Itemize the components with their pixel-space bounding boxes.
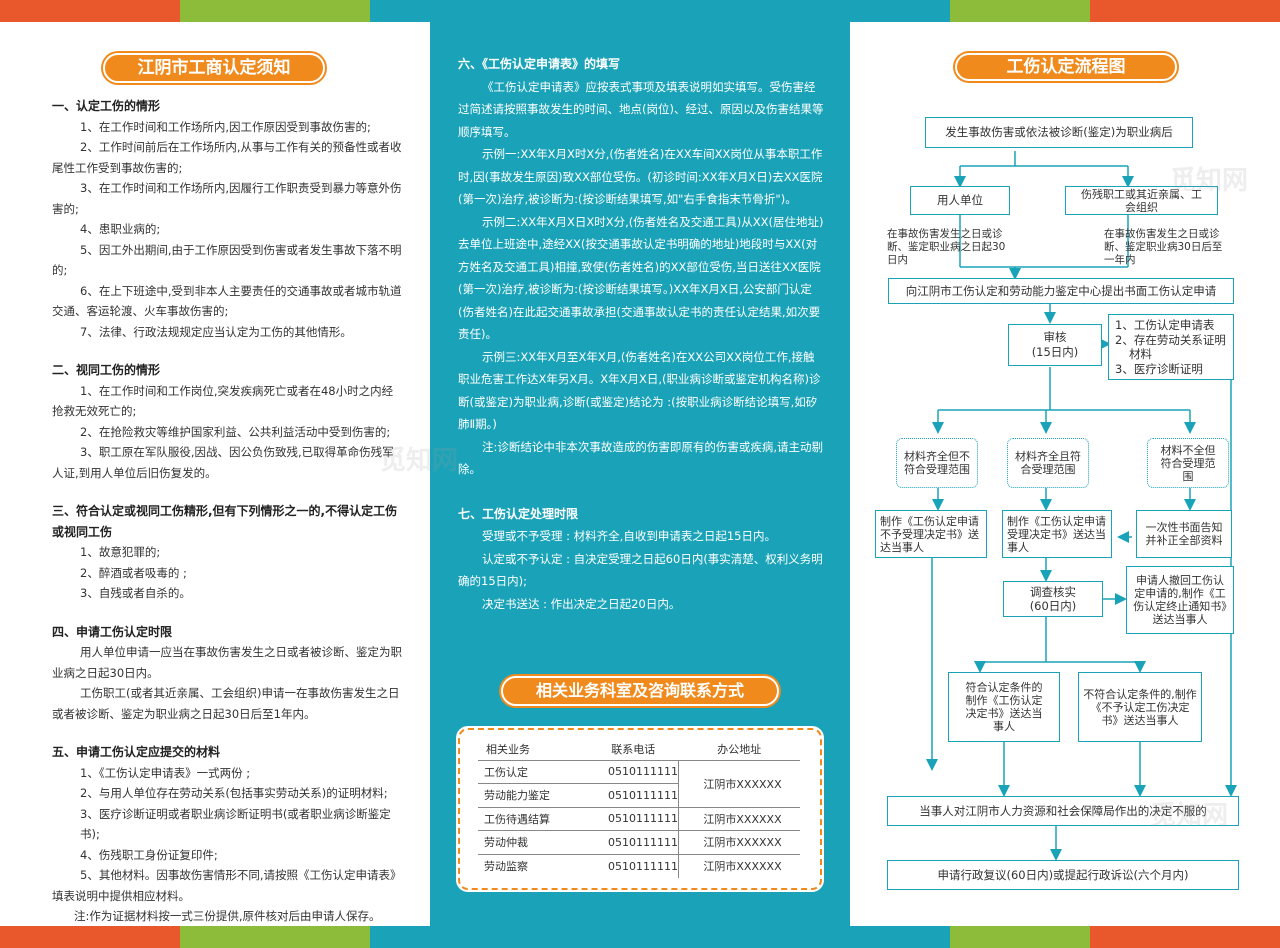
cell-addr: 江阴市XXXXXX bbox=[678, 830, 800, 855]
watermark: 觅知网 bbox=[380, 446, 459, 476]
flow-reject: 不符合认定条件的,制作《不予认定工伤决定书》送达当事人 bbox=[1078, 672, 1202, 742]
table-row: 劳动仲裁 0510111111 江阴市XXXXXX bbox=[478, 830, 800, 855]
sec3-item: 3、自残或者自杀的。 bbox=[80, 586, 191, 600]
sec1-item: 6、在上下班途中,受到非本人主要责任的交通事故或者城市轨道交通、客运轮渡、火车事… bbox=[52, 283, 402, 319]
sec6-para: 示例三:XX年X月至X年X月,(伤者姓名)在XX公司XX岗位工作,接触职业危害工… bbox=[458, 349, 821, 432]
cell-phone: 0510111111 bbox=[588, 830, 679, 855]
cell-phone: 0510111111 bbox=[588, 760, 679, 784]
material-item: 3、医疗诊断证明 bbox=[1115, 361, 1203, 376]
bottom-color-stripe bbox=[0, 926, 1280, 948]
sec4-heading: 四、申请工伤认定时限 bbox=[52, 624, 173, 639]
material-item: 1、工伤认定申请表 bbox=[1115, 318, 1215, 332]
top-color-stripe bbox=[0, 0, 1280, 22]
flow-title: 工伤认定流程图 bbox=[955, 53, 1177, 81]
sec7-item: 认定或不予认定 : 自决定受理之日起60日内(事实清楚、权利义务明确的15日内)… bbox=[458, 551, 823, 589]
col-header: 相关业务 bbox=[478, 738, 588, 761]
left-body: 一、认定工伤的情形 1、在工作时间和工作场所内,因工作原因受到事故伤害的; 2、… bbox=[52, 96, 402, 927]
sec7-item: 受理或不予受理 : 材料齐全,自收到申请表之日起15日内。 bbox=[482, 529, 776, 543]
flow-start: 发生事故伤害或依法被诊断(鉴定)为职业病后 bbox=[925, 117, 1193, 148]
sec3-heading: 三、符合认定或视同工伤精形,但有下列情形之一的,不得认定工伤或视同工伤 bbox=[52, 504, 398, 539]
sec2-heading: 二、视同工伤的情形 bbox=[52, 363, 161, 377]
sec6-heading: 六、《工伤认定申请表》的填写 bbox=[458, 57, 621, 71]
sec5-item: 4、伤残职工身份证复印件; bbox=[80, 847, 218, 862]
sec5-item: 3、医疗诊断证明或者职业病诊断证明书(或者职业病诊断鉴定书); bbox=[80, 806, 391, 842]
sec5-item: 5、其他材料。因事故伤害情形不同,请按照《工伤认定申请表》填表说明中提供相应材料… bbox=[52, 868, 402, 903]
sec5-heading: 五、申请工伤认定应提交的材料 bbox=[52, 745, 221, 759]
sec6-para: 示例一:XX年X月X时X分,(伤者姓名)在XX车间XX岗位从事本职工作时,因(事… bbox=[458, 147, 823, 206]
flow-cond-a: 材料齐全但不符合受理范围 bbox=[896, 438, 978, 488]
sec7-item: 决定书送达 : 作出决定之日起20日内。 bbox=[482, 596, 681, 611]
review-label: 审核 bbox=[1043, 330, 1067, 344]
flow-apply: 向江阴市工伤认定和劳动能力鉴定中心提出书面工伤认定申请 bbox=[888, 278, 1234, 304]
watermark: 觅知网 bbox=[1170, 166, 1249, 196]
sec1-item: 4、患职业病的; bbox=[80, 222, 161, 236]
flow-act-b: 制作《工伤认定申请受理决定书》送达当事人 bbox=[1002, 510, 1112, 558]
cell-phone: 0510111111 bbox=[588, 807, 679, 831]
flow-cond-c: 材料不全但符合受理范围 bbox=[1147, 438, 1229, 488]
flow-accept: 符合认定条件的制作《工伤认定决定书》送达当事人 bbox=[948, 672, 1060, 742]
cell-biz: 工伤认定 bbox=[478, 760, 588, 784]
flow-connectors bbox=[926, 151, 1237, 861]
cell-biz: 工伤待遇结算 bbox=[478, 807, 588, 831]
cell-biz: 劳动能力鉴定 bbox=[478, 783, 588, 808]
col-header: 办公地址 bbox=[678, 738, 800, 761]
table-row: 劳动监察 0510111111 江阴市XXXXXX bbox=[478, 854, 800, 878]
flow-act-a: 制作《工伤认定申请不予受理决定书》送达当事人 bbox=[875, 510, 987, 558]
sec5-item: 2、与用人单位存在劳动关系(包括事实劳动关系)的证明材料; bbox=[80, 786, 388, 800]
middle-body: 六、《工伤认定申请表》的填写 《工伤认定申请表》应按表式事项及填表说明如实填写。… bbox=[458, 53, 824, 615]
sec2-item: 2、在抢险救灾等维护国家利益、公共利益活动中受到伤害的; bbox=[80, 424, 391, 439]
investigate-days: (60日内) bbox=[1029, 599, 1077, 613]
sec5-note: 注:作为证据材料按一式三份提供,原件核对后由申请人保存。 bbox=[74, 909, 381, 923]
flow-dissatisfied: 当事人对江阴市人力资源和社会保障局作出的决定不服的 bbox=[887, 796, 1239, 826]
flow-employer: 用人单位 bbox=[910, 186, 1010, 215]
flow-employer-note: 在事故伤害发生之日或诊断、鉴定职业病之日起30日内 bbox=[887, 228, 1006, 266]
cell-phone: 0510111111 bbox=[588, 783, 679, 808]
flow-final: 申请行政复议(60日内)或提起行政诉讼(六个月内) bbox=[887, 860, 1239, 890]
left-title: 江阴市工商认定须知 bbox=[103, 53, 325, 83]
cell-addr: 江阴市XXXXXX bbox=[678, 760, 800, 808]
sec1-item: 7、法律、行政法规规定应当认定为工伤的其他情形。 bbox=[80, 324, 352, 339]
flow-review: 审核 (15日内) bbox=[1008, 324, 1102, 366]
sec6-note: 注:诊断结论中非本次事故造成的伤害即原有的伤害或疾病,请主动剔除。 bbox=[458, 439, 824, 477]
table-row: 工伤待遇结算 0510111111 江阴市XXXXXX bbox=[478, 807, 800, 831]
cell-biz: 劳动监察 bbox=[484, 860, 528, 873]
flow-cond-b: 材料齐全且符合受理范围 bbox=[1007, 438, 1089, 488]
cell-addr: 江阴市XXXXXX bbox=[678, 854, 800, 878]
sec1-heading: 一、认定工伤的情形 bbox=[52, 99, 161, 113]
sec1-item: 2、工作时间前后在工作场所内,从事与工作有关的预备性或者收尾性工作受到事故伤害的… bbox=[52, 140, 402, 175]
flow-worker-note: 在事故伤害发生之日或诊断、鉴定职业病30日后至一年内 bbox=[1104, 228, 1223, 266]
sec5-item: 1、《工伤认定申请表》一式两份 ; bbox=[80, 765, 251, 780]
sec2-item: 1、在工作时间和工作岗位,突发疾病死亡或者在48小时之内经抢救无效死亡的; bbox=[52, 383, 394, 419]
flow-worker: 伤残职工或其近亲属、工会组织 bbox=[1065, 186, 1218, 215]
col-header: 联系电话 bbox=[588, 738, 679, 761]
sec1-item: 1、在工作时间和工作场所内,因工作原因受到事故伤害的; bbox=[80, 119, 371, 134]
sec4-item: 用人单位申请一应当在事故伤害发生之日或者被诊断、鉴定为职业病之日起30日内。 bbox=[52, 645, 402, 680]
table-row: 劳动能力鉴定 0510111111 bbox=[478, 783, 800, 808]
cell-phone: 0510111111 bbox=[608, 859, 678, 873]
flow-materials: 1、工伤认定申请表 2、存在劳动关系证明材料 3、医疗诊断证明 bbox=[1108, 314, 1234, 380]
sec3-item: 1、故意犯罪的; bbox=[80, 545, 161, 559]
flow-withdraw: 申请人撤回工伤认定申请的,制作《工伤认定终止通知书》送达当事人 bbox=[1126, 566, 1234, 634]
contact-table: 相关业务 联系电话 办公地址 工伤认定 0510111111 江阴市XXXXXX… bbox=[478, 738, 800, 878]
cell-addr: 江阴市XXXXXX bbox=[678, 807, 800, 831]
sec1-item: 3、在工作时间和工作场所内,因履行工作职责受到暴力等意外伤害的; bbox=[52, 181, 402, 216]
sec2-item: 3、职工原在军队服役,因战、因公负伤致残,已取得革命伤残军人证,到用人单位后旧伤… bbox=[52, 445, 394, 480]
left-panel bbox=[0, 22, 430, 926]
flow-investigate: 调查核实 (60日内) bbox=[1003, 581, 1103, 617]
cell-biz: 劳动仲裁 bbox=[478, 830, 588, 855]
material-item: 2、存在劳动关系证明材料 bbox=[1115, 332, 1226, 362]
sec3-item: 2、醉酒或者吸毒的 ; bbox=[80, 565, 187, 580]
watermark: 觅知网 bbox=[1150, 801, 1229, 831]
sec7-heading: 七、工伤认定处理时限 bbox=[458, 506, 579, 521]
table-row: 工伤认定 0510111111 江阴市XXXXXX bbox=[478, 760, 800, 808]
contact-title: 相关业务科室及咨询联系方式 bbox=[501, 676, 779, 706]
sec6-para: 《工伤认定申请表》应按表式事项及填表说明如实填写。受伤害经过简述请按照事故发生的… bbox=[458, 79, 824, 139]
review-days: (15日内) bbox=[1031, 345, 1079, 359]
sec4-item: 工伤职工(或者其近亲属、工会组织)申请一在事故伤害发生之日或者被诊断、鉴定为职业… bbox=[52, 686, 400, 721]
investigate-label: 调查核实 bbox=[1030, 585, 1076, 599]
sec6-para: 示例二:XX年X月X日X时X分,(伤者姓名及交通工具)从XX(居住地址)去单位上… bbox=[458, 214, 824, 342]
flow-act-c: 一次性书面告知并补正全部资料 bbox=[1136, 510, 1232, 558]
sec1-item: 5、因工外出期间,由于工作原因受到伤害或者发生事故下落不明的; bbox=[52, 242, 402, 278]
